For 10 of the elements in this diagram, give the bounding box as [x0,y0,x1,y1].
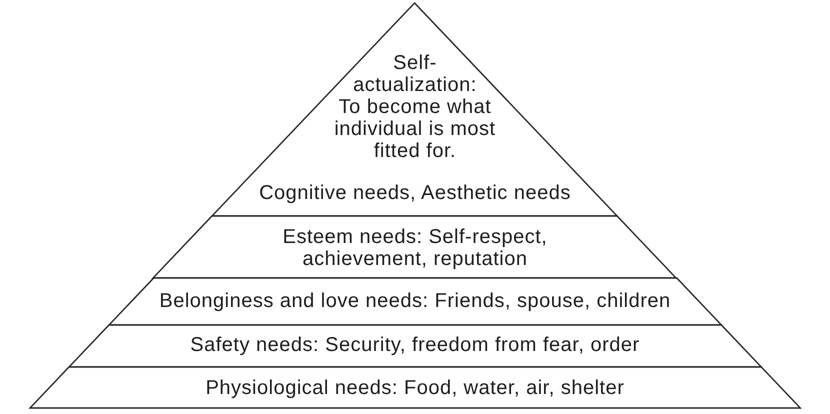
tier-label: Safety needs: Security, freedom from fear, order [190,334,640,356]
pyramid-tier [108,278,722,325]
pyramid-tier [153,216,677,278]
tier-label: Esteem needs: Self-respect, achievement, reputation [282,226,548,270]
tier-label: Physiological needs: Food, water, air, shelter [206,377,624,399]
tier-label: Belonginess and love needs: Friends, spouse, children [159,290,671,312]
tier-sublabel: Cognitive needs, Aesthetic needs [259,182,571,204]
pyramid-tier [68,325,762,367]
tier-label: Self-actualization: To become what individual is most fitted for. [333,52,497,162]
pyramid-tier [30,367,800,408]
